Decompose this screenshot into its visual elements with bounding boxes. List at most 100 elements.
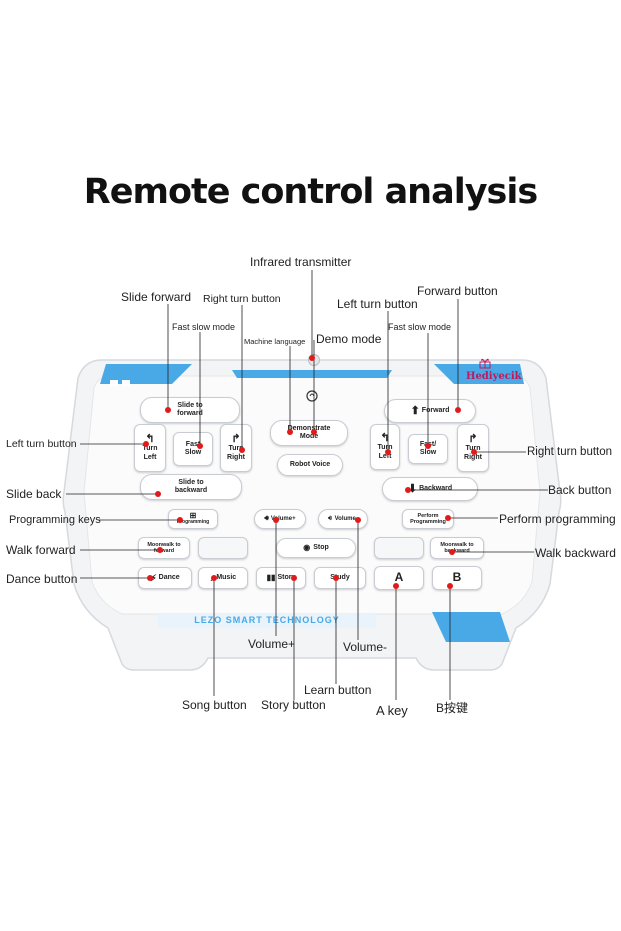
fast-slow-left-key[interactable]: Fast Slow — [173, 432, 213, 466]
dot-perform-programming — [445, 515, 451, 521]
programming-label: Programming — [176, 519, 210, 526]
robot-voice-key[interactable]: Robot Voice — [277, 454, 343, 476]
dot-right-turn-top — [239, 447, 245, 453]
callout-b-key: B按键 — [436, 701, 469, 715]
callout-slide-back: Slide back — [6, 487, 62, 501]
dot-volume-minus — [355, 517, 361, 523]
forward-label: Forward — [421, 406, 450, 414]
windows-icon: ⊞ — [189, 511, 197, 521]
speaker-low-icon: 🔉︎ — [328, 514, 333, 522]
turn-left-label: Turn Left — [142, 445, 158, 461]
dot-dance — [147, 575, 153, 581]
brand-strip: LEZO SMART TECHNOLOGY — [194, 615, 340, 625]
turn-right-label: Turn Right — [227, 445, 245, 461]
slide-to-backward-label: Slide to backward — [174, 478, 208, 494]
callout-volume-minus: Volume- — [343, 640, 388, 654]
watermark: Hediyecik — [466, 371, 522, 382]
turn-left-right-cluster-key[interactable]: ↰ Turn Left — [370, 424, 400, 470]
forward-arrow-icon: ⬆ — [410, 404, 420, 417]
dot-walk-forward — [157, 547, 163, 553]
callout-story-button: Story button — [261, 698, 326, 712]
callout-forward-button: Forward button — [417, 284, 498, 298]
callout-a-key: A key — [376, 703, 408, 718]
backward-key[interactable]: ⬇ Backward — [382, 477, 478, 501]
b-key-label: B — [452, 570, 462, 585]
callout-left-turn-button-top: Left turn button — [337, 297, 418, 311]
callout-fast-slow-mode-right: Fast slow mode — [388, 322, 452, 332]
dot-slide-forward — [165, 407, 171, 413]
study-key[interactable]: Study — [314, 567, 366, 589]
volume-minus-label: Volume- — [334, 515, 358, 522]
dot-walk-backward — [449, 549, 455, 555]
volume-plus-key[interactable]: 🔊︎ Volume+ — [254, 509, 306, 529]
stop-key[interactable]: ◉ Stop — [276, 538, 356, 558]
backward-label: Backward — [419, 484, 453, 492]
slide-to-forward-label: Slide to forward — [177, 401, 203, 417]
dot-forward — [455, 407, 461, 413]
dance-icon: ⚡︎ — [150, 572, 157, 583]
dot-back — [405, 487, 411, 493]
dot-slide-back — [155, 491, 161, 497]
perform-programming-label: Perform Programming — [410, 512, 446, 525]
dot-right-turn-side — [471, 449, 477, 455]
callout-walk-backward: Walk backward — [535, 546, 616, 560]
perform-programming-key[interactable]: Perform Programming — [402, 509, 454, 529]
dot-programming — [177, 517, 183, 523]
callout-volume-plus: Volume+ — [248, 637, 296, 651]
callout-learn-button: Learn button — [304, 683, 372, 697]
callout-right-turn-button-top: Right turn button — [203, 293, 281, 305]
stop-icon: ◉ — [303, 543, 311, 553]
callout-right-turn-button-side: Right turn button — [527, 446, 613, 458]
turn-right-r-arrow-icon: ↱ — [468, 433, 478, 446]
dot-a — [393, 583, 399, 589]
moonwalk-forward-label: Moonwalk to forward — [147, 541, 181, 554]
dot-demo-mode — [311, 429, 317, 435]
dot-infrared — [309, 355, 315, 361]
stop-label: Stop — [313, 543, 329, 551]
dot-b — [447, 583, 453, 589]
dance-key[interactable]: ⚡︎ Dance — [138, 567, 192, 589]
callout-slide-forward: Slide forward — [121, 290, 192, 304]
robot-voice-label: Robot Voice — [289, 460, 331, 468]
volume-minus-key[interactable]: 🔉︎ Volume- — [318, 509, 368, 529]
music-key[interactable]: ♪ Music — [198, 567, 248, 589]
callout-back-button: Back button — [548, 483, 612, 497]
b-key[interactable]: B — [432, 566, 482, 590]
callout-dance-button: Dance button — [6, 572, 78, 586]
turn-right-right-cluster-key[interactable]: ↱ Turn Right — [457, 424, 489, 472]
callout-song-button: Song button — [182, 698, 247, 712]
dot-machine-language — [287, 429, 293, 435]
dot-fast-slow-left — [197, 443, 203, 449]
callout-fast-slow-mode-left: Fast slow mode — [172, 322, 236, 332]
slide-to-forward-key[interactable]: Slide to forward — [140, 397, 240, 423]
forward-key[interactable]: ⬆ Forward — [384, 399, 476, 423]
study-label: Study — [330, 573, 350, 581]
backward-arrow-icon: ⬇ — [407, 482, 418, 495]
book-icon: ▮▮ — [266, 573, 276, 583]
dot-volume-plus — [273, 517, 279, 523]
turn-left-r-label: Turn Left — [377, 444, 393, 460]
story-key[interactable]: ▮▮ Story — [256, 567, 306, 589]
callout-demo-mode: Demo mode — [316, 332, 382, 346]
turn-right-arrow-icon: ↱ — [231, 433, 241, 446]
turn-right-r-label: Turn Right — [464, 445, 482, 461]
dot-song — [211, 575, 217, 581]
blank-key-left[interactable] — [198, 537, 248, 559]
dot-learn — [333, 575, 339, 581]
turn-right-key[interactable]: ↱ Turn Right — [220, 424, 252, 472]
callout-machine-language: Machine language — [244, 337, 306, 346]
programming-key[interactable]: ⊞ Programming — [168, 509, 218, 529]
speaker-icon: 🔊︎ — [264, 514, 269, 522]
demonstrate-mode-key[interactable]: Demonstrate Mode — [270, 420, 348, 446]
turn-left-key[interactable]: ↰ Turn Left — [134, 424, 166, 472]
moonwalk-forward-key[interactable]: Moonwalk to forward — [138, 537, 190, 559]
blank-key-right[interactable] — [374, 537, 424, 559]
volume-plus-label: Volume+ — [270, 515, 296, 522]
demonstrate-mode-label: Demonstrate Mode — [287, 424, 331, 440]
a-key-label: A — [394, 570, 404, 585]
dot-fast-slow-right — [425, 443, 431, 449]
turn-left-arrow-icon: ↰ — [145, 433, 155, 446]
callout-left-turn-button-side: Left turn button — [6, 438, 77, 450]
moonwalk-backward-key[interactable]: Moonwalk to backward — [430, 537, 484, 559]
